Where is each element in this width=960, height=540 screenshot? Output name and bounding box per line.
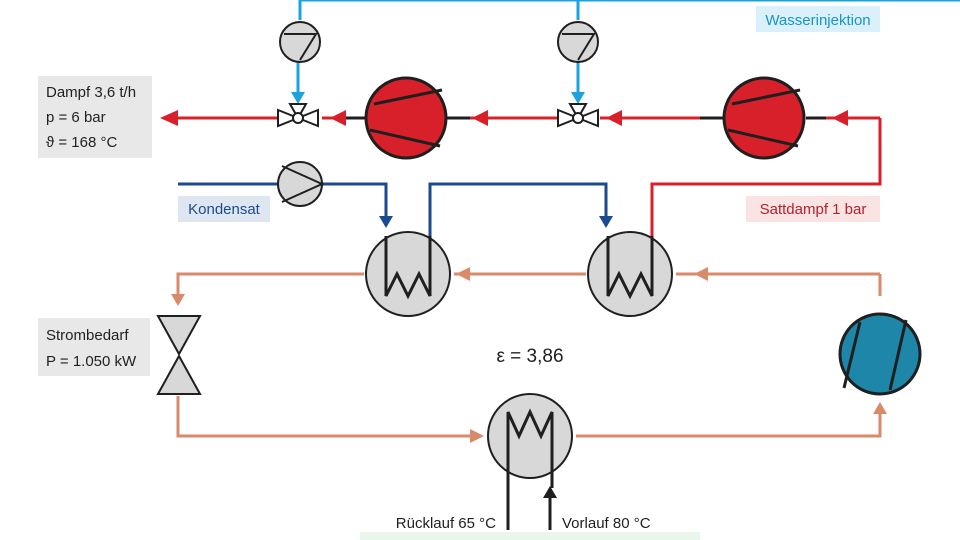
power-demand-line2: P = 1.050 kW (46, 353, 137, 370)
heat-exchanger-1 (365, 231, 451, 317)
mixing-valve-2 (557, 103, 599, 128)
water-pump-2 (557, 21, 599, 63)
condensate-label: Kondensat (188, 201, 261, 218)
power-demand-label-bg (38, 318, 150, 376)
steam-flow-arrows (160, 110, 848, 126)
steam-output-label-bg (38, 76, 152, 158)
condensate-arrow-2 (599, 216, 613, 228)
saturated-steam-label-bg (746, 196, 880, 222)
power-demand-line1: Strombedarf (46, 327, 129, 344)
refrigerant-arrows (171, 267, 887, 443)
bottom-label-strip (360, 532, 700, 540)
water-pump-1 (279, 21, 321, 63)
steam-output-line2: p = 6 bar (46, 109, 106, 126)
heat-exchanger-2 (587, 231, 673, 317)
refrigerant-lines (176, 272, 882, 438)
return-label: Rücklauf 65 °C (396, 515, 496, 532)
water-arrow-1 (291, 92, 305, 104)
supply-label: Vorlauf 80 °C (562, 515, 651, 532)
steam-compressor-1 (364, 76, 448, 160)
steam-output-line1: Dampf 3,6 t/h (46, 84, 136, 101)
steam-compressor-2 (722, 76, 806, 160)
mixing-valve-1 (277, 103, 319, 128)
supply-arrow (543, 486, 557, 498)
expansion-valve (156, 315, 202, 395)
condensate-arrow-1 (379, 216, 393, 228)
evaporator (487, 393, 573, 530)
water-arrow-2 (571, 92, 585, 104)
saturated-steam-label: Sattdampf 1 bar (760, 201, 867, 218)
water-injection-label-bg (756, 6, 880, 32)
steam-output-line3: ϑ = 168 °C (46, 134, 117, 151)
water-injection-lines (296, 0, 960, 96)
water-injection-label: Wasserinjektion (765, 12, 870, 29)
cop-label: ε = 3,86 (496, 346, 563, 367)
condensate-label-bg (178, 196, 270, 222)
heat-pump-compressor (838, 312, 922, 396)
condensate-pump (277, 161, 325, 207)
condensate-lines (178, 182, 608, 236)
